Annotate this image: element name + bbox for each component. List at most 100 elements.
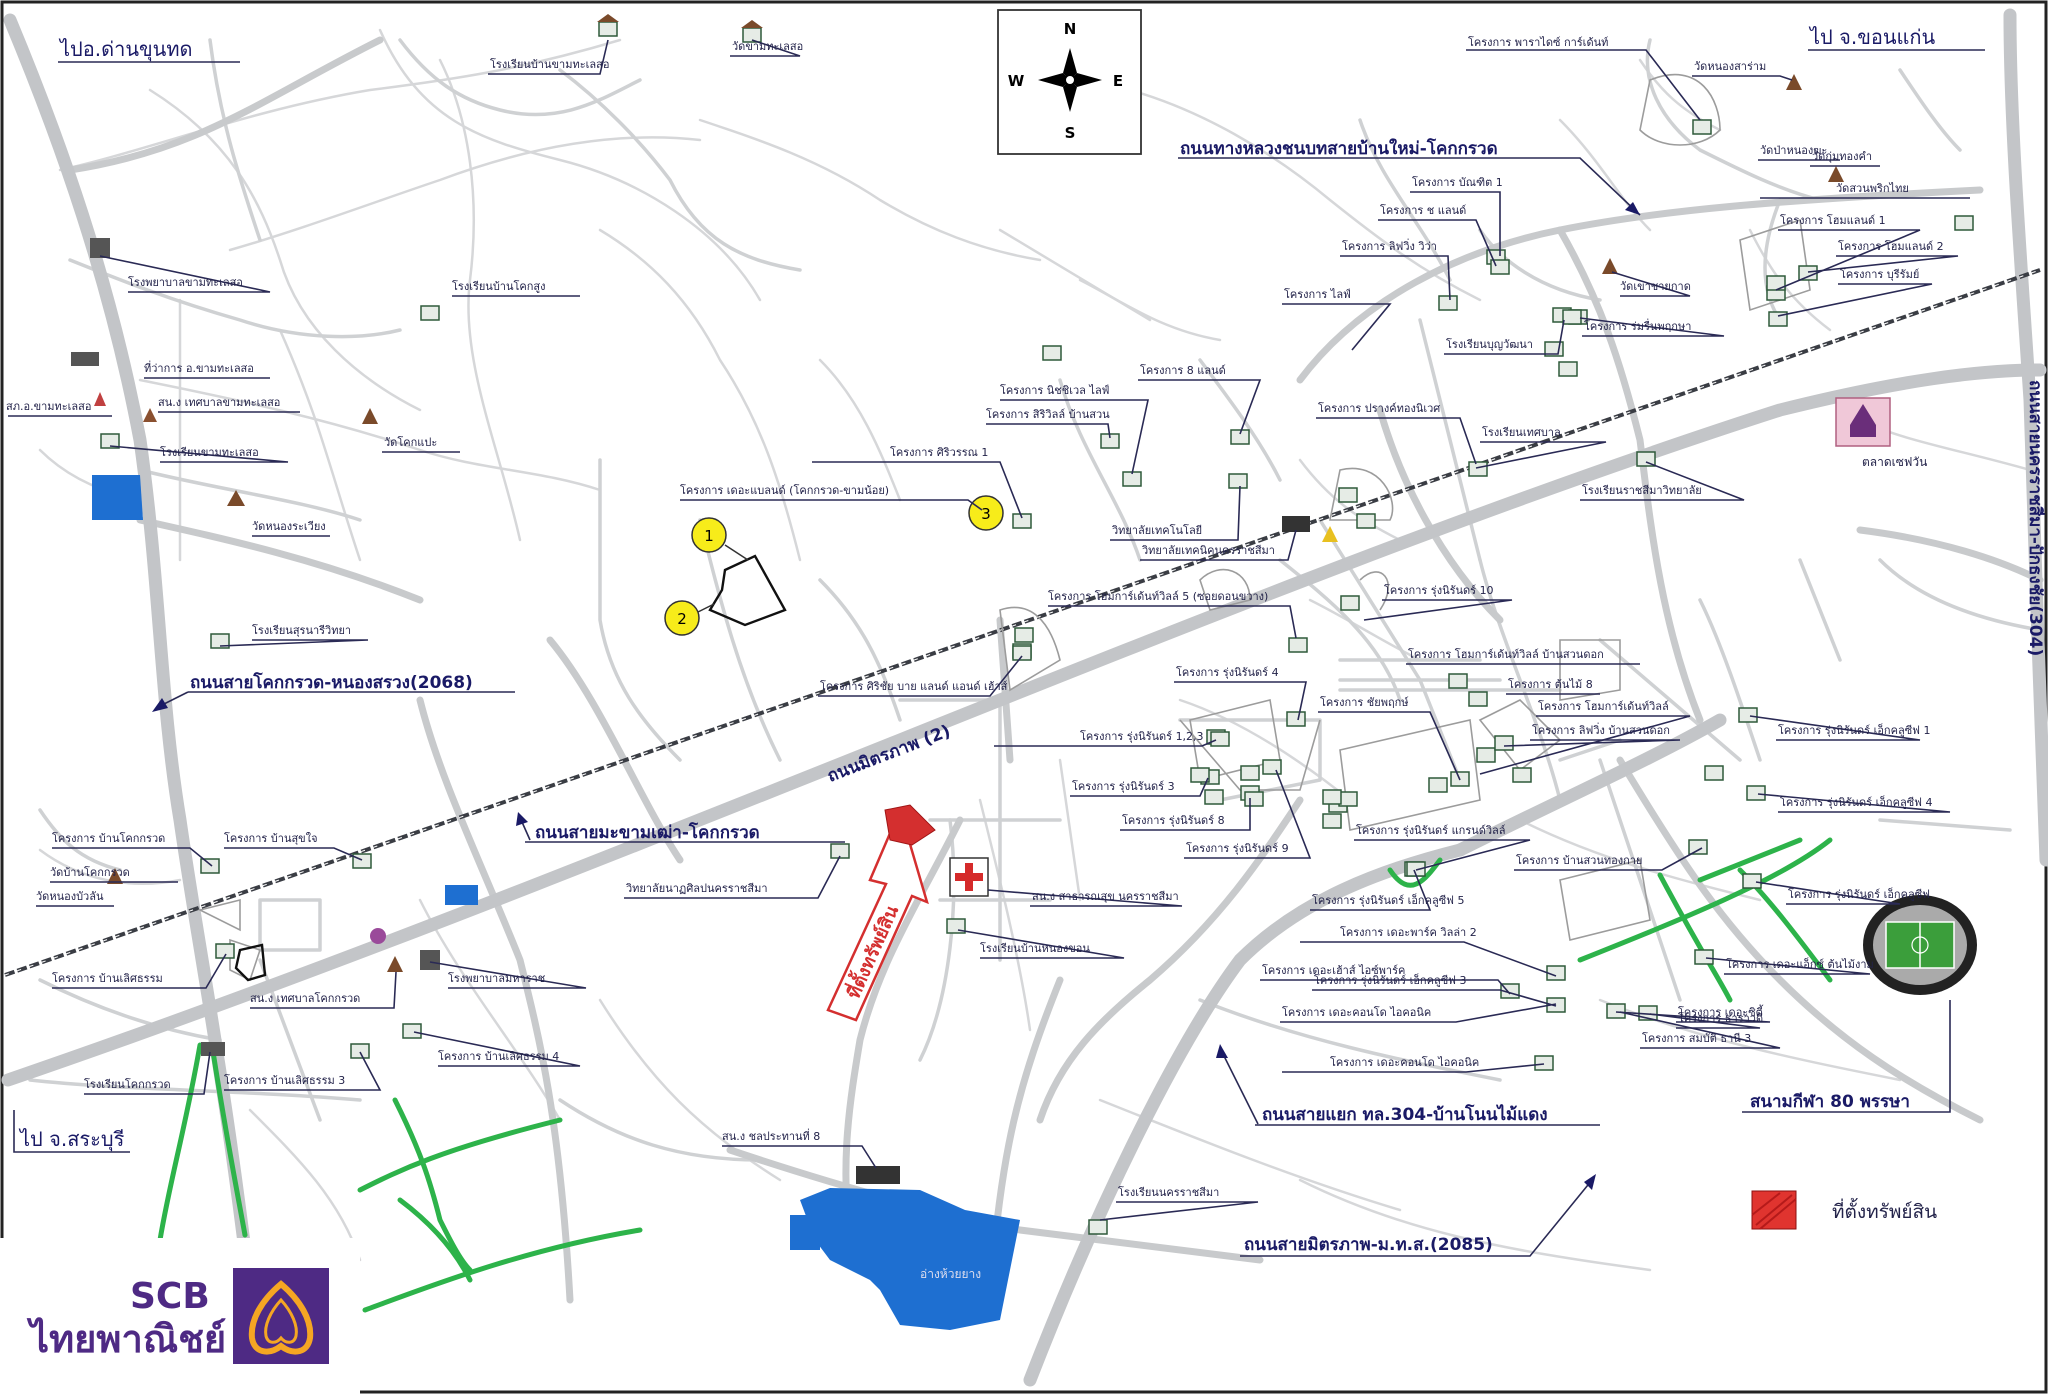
compass-w: W (1008, 72, 1025, 90)
label-r8: โครงการ ปรางค์ทองนิเวศ (1318, 401, 1440, 415)
compass-rose: N S E W (997, 9, 1142, 155)
reservoir-label: อ่างห้วยยาง (920, 1267, 981, 1281)
label-t8: โรงเรียนขามทะเลสอ (160, 445, 259, 459)
label-t7: สภ.อ.ขามทะเลสอ (6, 400, 92, 413)
label-r23: โครงการ รุ่งนิรันดร์ เอ็กคลูซีฟ 3 (1314, 973, 1466, 987)
label-c6: วิทยาลัยเทคนิคนครราชสีมา (1141, 544, 1275, 557)
label-c13: โครงการ รุ่งนิรันดร์ 9 (1186, 841, 1289, 855)
label-r6: โรงเรียนบุญวัฒนา (1446, 337, 1533, 351)
place-labels: โครงการ พาราไดซ์ การ์เด้นท์ วัดหนองสาร่า… (6, 35, 1970, 1221)
direction-bottom-left: ไป จ.สระบุรี (18, 1127, 125, 1152)
label-r20: โครงการ รุ่งนิรันดร์ เอ็กคลูซีฟ 5 (1312, 893, 1464, 907)
label-p4: สน.ง เทศบาลโคกกรวด (250, 991, 360, 1005)
mid-roads (66, 36, 2044, 1304)
road-label-2085: ถนนสายมิตรภาพ-ม.ท.ส.(2085) (1244, 1235, 1493, 1255)
label-r5: วัดเขาชายกาด (1620, 280, 1691, 293)
road-label-304-vertical: ถนนสายนครราชสีมา-ปักธงชัย(304) (2025, 380, 2046, 656)
compass-e: E (1113, 72, 1123, 90)
scb-logo: SCB ไทยพาณิชย์ (0, 1238, 360, 1394)
railway (4, 268, 2041, 977)
label-p5: โครงการ บ้านเลิศธรรม 4 (438, 1049, 559, 1063)
label-r25b: โครงการ เดอะคอนโด ไอคอนิค (1330, 1055, 1479, 1069)
marker-1[interactable]: 1 (691, 517, 749, 561)
label-r31: โครงการ สมบัติ ธานี 3 (1642, 1031, 1751, 1045)
label-r11: โครงการ รุ่งนิรันดร์ 10 (1384, 583, 1494, 597)
label-r21: โครงการ เดอะพาร์ค วิลล่า 2 (1340, 925, 1477, 939)
label-c7: วิทยาลัยเทคโนโลยี (1111, 523, 1202, 537)
label-c16: โรงเรียนบ้านหนองขอน (980, 941, 1090, 955)
hospital-icon (949, 857, 989, 897)
label-c17: สน.ง ชลประทานที่ 8 (722, 1128, 820, 1143)
label-r10: โรงเรียนราชสีมาวิทยาลัย (1582, 483, 1702, 497)
legend: ที่ตั้งทรัพย์สิน (1751, 1190, 1937, 1230)
label-c14: วิทยาลัยนาฏศิลปนครราชสีมา (625, 882, 767, 895)
compass-s: S (1065, 124, 1076, 142)
reservoir-huai-yang (800, 1188, 1020, 1330)
water-bodies (92, 475, 1020, 1330)
label-r28: โครงการ รุ่งนิรันดร์ เอ็กคลูซีฟ (1788, 887, 1930, 901)
label-r4: โครงการ ไลฟ์ (1284, 287, 1351, 301)
stadium-icon (1863, 895, 1977, 995)
svg-text:3: 3 (981, 505, 991, 523)
label-p3: โครงการ บ้านเลิศธรรม (52, 971, 163, 985)
stadium-label: สนามกีฬา 80 พรรษา (1750, 1091, 1910, 1112)
label-c3: โครงการ สิริวิลล์ บ้านสวน (986, 407, 1110, 421)
label-p7: โรงพยาบาลมหาราช (448, 971, 545, 985)
label-r34: โครงการ บุรีรัมย์ (1840, 267, 1919, 281)
label-c15: สน.ง สาธารณสุข นครราชสีมา (1032, 890, 1179, 903)
plot-khok-kruat (234, 943, 267, 982)
marker-2[interactable]: 2 (664, 600, 715, 636)
green-roads (157, 837, 1833, 1313)
label-p10: โครงการ บ้านสุขใจ (224, 831, 318, 845)
label-r12: โครงการ โฮมการ์เด้นท์วิลล์ บ้านสวนดอก (1408, 647, 1604, 661)
label-r9: โรงเรียนเทศบาล (1482, 425, 1561, 439)
label-ton-a: โครงการ พาราไดซ์ การ์เด้นท์ (1468, 35, 1608, 49)
label-c1: โครงการ เดอะแบลนด์ (โคกกรวด-ขามน้อย) (680, 483, 889, 497)
label-r3: โครงการ ลิฟวิ่ง วิว่า (1342, 238, 1437, 253)
legend-label: ที่ตั้งทรัพย์สิน (1832, 1198, 1937, 1223)
svg-text:1: 1 (704, 527, 714, 545)
label-r2: โครงการ ช แลนด์ (1380, 203, 1466, 217)
label-p8: โรงเรียนโคกกรวด (84, 1077, 171, 1091)
label-t10: วัดหนองระเวียง (252, 520, 326, 533)
label-p1: โครงการ บ้านโคกกรวด (52, 831, 165, 845)
label-r17: โครงการ รุ่งนิรันดร์ 4 (1176, 665, 1279, 679)
label-r35: วัดกุ่มทองคำ (1812, 150, 1872, 163)
marker-3[interactable]: 3 (968, 495, 1004, 531)
label-r15: โครงการ โฮมการ์เด้นท์วิลล์ (1538, 699, 1669, 713)
label-r24: โครงการ เดอะซิตี้ (1678, 1004, 1764, 1019)
label-p2: วัดหนองบัวลัน (36, 890, 104, 903)
label-t2: วัดขามทะเลสอ (732, 40, 803, 53)
label-r14: โครงการ ต้นไม้ 8 (1508, 677, 1593, 691)
label-r26: โครงการ รุ่งนิรันดร์ เอ็กคลูซีฟ 1 (1778, 723, 1930, 737)
label-ton-b: วัดหนองสาร่าม (1694, 60, 1766, 73)
label-r7: โครงการ ร่มรื่นพฤกษา (1584, 318, 1691, 333)
label-r13: โครงการ ชัยพฤกษ์ (1320, 695, 1409, 709)
major-roads (1, 8, 2048, 1387)
label-c18: โรงเรียนนครราชสีมา (1118, 1185, 1219, 1199)
label-t3: โรงพยาบาลขามทะเลสอ (128, 275, 243, 289)
label-c8: โครงการ โฮมการ์เด้นท์วิลล์ 5 (ซอยดอนขวาง… (1048, 589, 1268, 603)
label-r19: โครงการ บ้านสวนทองกาย (1516, 853, 1642, 867)
label-r22: โครงการ เดอะเฮ้าส์ ไอซ์พาร์ค (1262, 963, 1405, 977)
landmark-icons (71, 14, 1974, 1235)
label-c2: โครงการ ศิริวรรณ 1 (890, 445, 988, 459)
label-t6: สน.ง เทศบาลขามทะเลสอ (158, 396, 280, 409)
label-t9: วัดโคกแปะ (384, 435, 437, 449)
market-label: ตลาดเซฟวัน (1862, 455, 1927, 469)
compass-n: N (1064, 20, 1077, 38)
label-t1: โรงเรียนบ้านขามทะเลสอ (490, 57, 609, 71)
label-r33: โครงการ โฮมแลนด์ 2 (1838, 239, 1944, 253)
label-c10: โครงการ รุ่งนิรันดร์ 1,2,3 (1080, 729, 1204, 743)
label-ton-d: วัดสวนพริกไทย (1836, 182, 1909, 195)
label-ton-c: วัดป่าหนองฆะ (1760, 144, 1827, 157)
label-c12: โครงการ รุ่งนิรันดร์ 8 (1122, 813, 1225, 827)
label-r1: โครงการ บัณฑิต 1 (1412, 175, 1503, 189)
market-icon (1835, 397, 1891, 447)
label-r16: โครงการ ลิฟวิ่ง บ้านสวนดอก (1532, 722, 1670, 737)
label-r18: โครงการ รุ่งนิรันดร์ แกรนด์วิลล์ (1356, 823, 1506, 837)
road-label-304: ถนนสายแยก ทล.304-บ้านโนนไม้แดง (1262, 1104, 1548, 1125)
label-t4: โรงเรียนบ้านโคกสูง (452, 279, 546, 293)
label-p9: วัดบ้านโคกกรวด (50, 865, 130, 879)
